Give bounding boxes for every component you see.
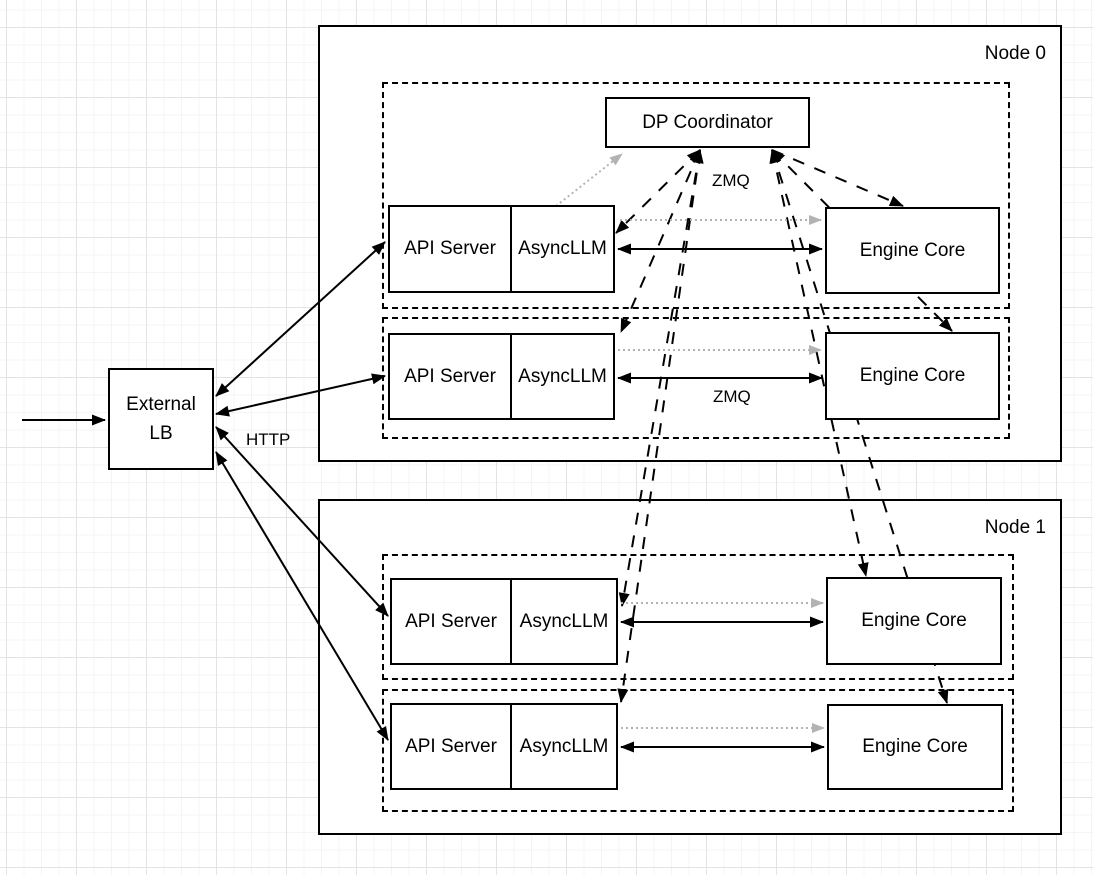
node-1-label: Node 1 — [984, 517, 1046, 538]
api-asyncllm-box-n1r0: API Server AsyncLLM — [390, 578, 618, 665]
engine-core-label: Engine Core — [859, 365, 966, 386]
asyncllm-label: AsyncLLM — [519, 735, 609, 757]
engine-core-box-n0r1: Engine Core — [825, 332, 1000, 420]
api-server-cell: API Server — [392, 580, 510, 663]
dp-coordinator-box: DP Coordinator — [605, 97, 810, 148]
http-label: HTTP — [246, 430, 291, 449]
asyncllm-cell: AsyncLLM — [510, 705, 616, 788]
api-asyncllm-box-n1r1: API Server AsyncLLM — [390, 703, 618, 790]
api-server-cell: API Server — [392, 705, 510, 788]
asyncllm-cell: AsyncLLM — [510, 207, 613, 291]
api-server-cell: API Server — [390, 335, 510, 418]
engine-core-box-n0r0: Engine Core — [825, 207, 1000, 294]
dp-coordinator-label: DP Coordinator — [642, 111, 773, 133]
zmq-engine-label: ZMQ — [713, 387, 751, 406]
engine-core-box-n1r1: Engine Core — [827, 704, 1003, 790]
external-lb-label: External LB — [126, 393, 196, 444]
api-server-label: API Server — [405, 735, 497, 757]
asyncllm-label: AsyncLLM — [518, 238, 607, 259]
node-0-label: Node 0 — [984, 43, 1046, 64]
external-lb-box: External LB — [108, 368, 214, 470]
api-server-label: API Server — [404, 238, 496, 259]
asyncllm-label: AsyncLLM — [519, 610, 609, 632]
zmq-coordinator-label: ZMQ — [712, 171, 750, 190]
engine-core-label: Engine Core — [862, 736, 968, 757]
api-asyncllm-box-n0r0: API Server AsyncLLM — [388, 205, 615, 293]
asyncllm-label: AsyncLLM — [518, 365, 607, 387]
engine-core-label: Engine Core — [859, 239, 966, 261]
api-server-label: API Server — [405, 610, 497, 632]
api-server-cell: API Server — [390, 207, 510, 291]
asyncllm-cell: AsyncLLM — [510, 580, 616, 663]
asyncllm-cell: AsyncLLM — [510, 335, 613, 418]
api-server-label: API Server — [404, 365, 496, 387]
engine-core-label: Engine Core — [861, 610, 967, 631]
engine-core-box-n1r0: Engine Core — [826, 577, 1002, 665]
api-asyncllm-box-n0r1: API Server AsyncLLM — [388, 333, 615, 420]
